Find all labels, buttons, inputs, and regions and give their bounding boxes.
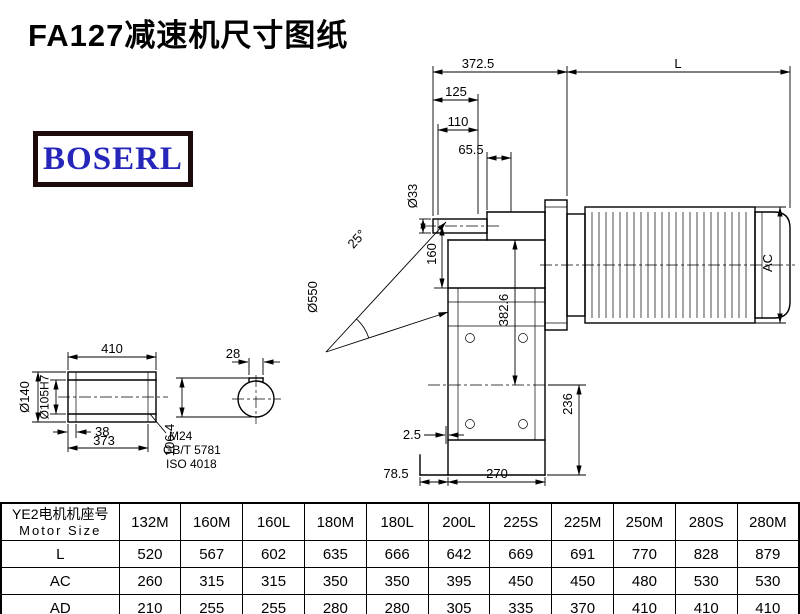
table-cell: 260 xyxy=(118,567,182,595)
table-cell: 350 xyxy=(303,567,367,595)
bolt-hole xyxy=(518,333,528,343)
dim-236: 236 xyxy=(560,393,575,415)
drawing-title: FA127减速机尺寸图纸 xyxy=(28,18,349,53)
table-cell: 255 xyxy=(180,594,244,614)
table-cell: 635 xyxy=(303,540,367,568)
table-cell: 530 xyxy=(674,567,738,595)
col-header-250M: 250M xyxy=(613,502,676,541)
main-view-motor xyxy=(540,199,795,331)
dim-housing-dia-550: Ø550 xyxy=(305,281,320,313)
dim-65-5: 65.5 xyxy=(458,142,483,157)
bolt-hole xyxy=(518,419,528,429)
dim-bore-dia-105H7: Ø105H7 xyxy=(38,374,52,419)
row-label-AC: AC xyxy=(0,567,120,595)
table-cell: 410 xyxy=(736,594,800,614)
table-cell: 520 xyxy=(118,540,182,568)
table-cell: 315 xyxy=(242,567,305,595)
table-cell: 450 xyxy=(489,567,553,595)
dim-key-width-28: 28 xyxy=(226,346,240,361)
motor-size-header-en: Motor Size xyxy=(19,522,102,538)
col-header-160M: 160M xyxy=(180,502,244,541)
table-cell: 255 xyxy=(242,594,305,614)
dim-373: 373 xyxy=(93,433,115,448)
dim-shaft-length-410: 410 xyxy=(101,341,123,356)
table-cell: 410 xyxy=(613,594,676,614)
table-cell: 315 xyxy=(180,567,244,595)
dim-motor-length-L: L xyxy=(674,56,681,71)
dim-overall-372-5: 372.5 xyxy=(462,56,495,71)
table-cell: 350 xyxy=(365,567,429,595)
table-cell: 828 xyxy=(674,540,738,568)
table-row-AC: AC 260 315 315 350 350 395 450 450 480 5… xyxy=(0,567,800,595)
table-cell: 642 xyxy=(427,540,491,568)
boserl-logo-text: BOSERL xyxy=(43,140,183,177)
table-row-L: L 520 567 602 635 666 642 669 691 770 82… xyxy=(0,540,800,568)
boserl-logo: BOSERL xyxy=(33,131,193,187)
main-view-gearbox xyxy=(419,211,575,476)
table-cell: 480 xyxy=(613,567,676,595)
table-cell: 280 xyxy=(303,594,367,614)
col-header-280S: 280S xyxy=(674,502,738,541)
bolt-hole xyxy=(465,419,475,429)
main-view-dimensions: 372.5 L 125 110 65.5 Ø33 160 382.6 236 xyxy=(305,56,791,486)
table-row-AD: AD 210 255 255 280 280 305 335 370 410 4… xyxy=(0,594,800,614)
table-cell: 305 xyxy=(427,594,491,614)
table-cell: 691 xyxy=(551,540,614,568)
col-header-280M: 280M xyxy=(736,502,800,541)
dim-125: 125 xyxy=(445,84,467,99)
col-header-160L: 160L xyxy=(242,502,305,541)
dim-AC: AC xyxy=(760,254,775,272)
col-header-180M: 180M xyxy=(303,502,367,541)
table-cell: 567 xyxy=(180,540,244,568)
table-cell: 602 xyxy=(242,540,305,568)
dim-382-6: 382.6 xyxy=(496,294,511,327)
motor-size-table: YE2电机机座号 Motor Size 132M 160M 160L 180M … xyxy=(0,502,800,614)
row-label-L: L xyxy=(0,540,120,568)
col-header-132M: 132M xyxy=(118,502,182,541)
table-cell: 770 xyxy=(613,540,676,568)
label-std-iso4018: ISO 4018 xyxy=(166,457,217,471)
dim-shaft-dia-33: Ø33 xyxy=(405,184,420,209)
table-cell: 335 xyxy=(489,594,553,614)
dim-270: 270 xyxy=(486,466,508,481)
key-cross-section-view: 28 106.4 xyxy=(162,346,281,456)
table-cell: 210 xyxy=(118,594,182,614)
dim-110: 110 xyxy=(448,114,469,129)
table-cell: 450 xyxy=(551,567,614,595)
table-cell: 669 xyxy=(489,540,553,568)
label-std-gb5781: GB/T 5781 xyxy=(163,443,221,457)
col-header-225S: 225S xyxy=(489,502,553,541)
table-header-row: YE2电机机座号 Motor Size 132M 160M 160L 180M … xyxy=(0,502,800,541)
dim-38: 38 xyxy=(95,424,109,439)
dim-outer-dia-140: Ø140 xyxy=(17,381,32,413)
hollow-shaft-detail-view: 410 Ø140 Ø105H7 38 373 M24 GB/T 5781 ISO… xyxy=(17,341,221,471)
motor-size-header-cell: YE2电机机座号 Motor Size xyxy=(0,502,120,541)
table-cell: 530 xyxy=(736,567,800,595)
dim-160: 160 xyxy=(424,243,439,265)
bolt-hole xyxy=(465,333,475,343)
motor-size-header-cn: YE2电机机座号 xyxy=(12,505,109,522)
table-cell: 395 xyxy=(427,567,491,595)
table-cell: 666 xyxy=(365,540,429,568)
col-header-225M: 225M xyxy=(551,502,614,541)
dim-2-5: 2.5 xyxy=(403,427,421,442)
dim-106-4: 106.4 xyxy=(162,424,177,457)
dim-angle-25: 25° xyxy=(345,227,369,252)
row-label-AD: AD xyxy=(0,594,120,614)
label-thread-m24: M24 xyxy=(169,429,193,443)
table-cell: 410 xyxy=(674,594,738,614)
table-cell: 280 xyxy=(365,594,429,614)
table-cell: 879 xyxy=(736,540,800,568)
table-cell: 370 xyxy=(551,594,614,614)
dim-78-5: 78.5 xyxy=(383,466,408,481)
col-header-200L: 200L xyxy=(427,502,491,541)
col-header-180L: 180L xyxy=(365,502,429,541)
